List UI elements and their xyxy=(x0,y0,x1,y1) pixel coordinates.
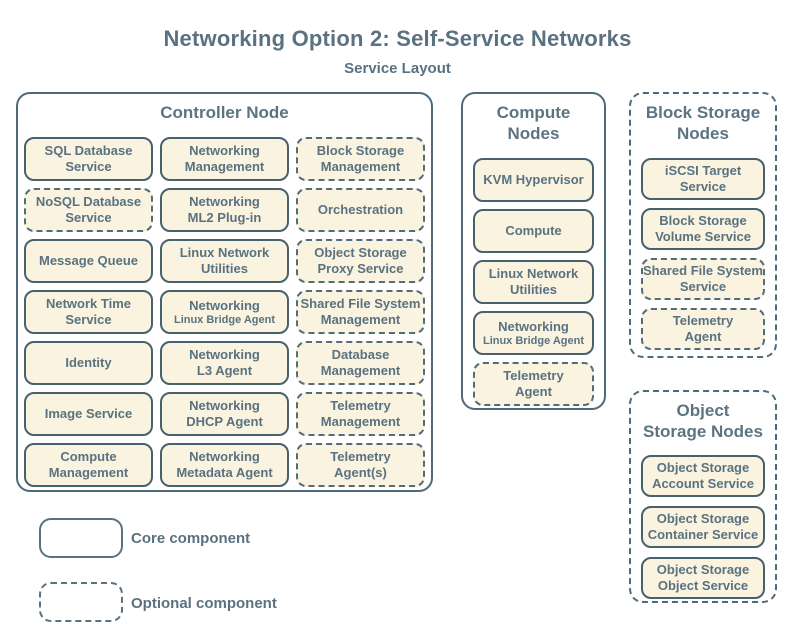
service-label: SQL Database Service xyxy=(44,143,133,174)
service-networking-metadata-agent: Networking Metadata Agent xyxy=(160,443,289,487)
service-block-storage-management: Block Storage Management xyxy=(296,137,425,181)
controller-node-heading: Controller Node xyxy=(160,103,289,122)
service-linux-network-utilities: Linux Network Utilities xyxy=(160,239,289,283)
service-label: Identity xyxy=(65,355,112,370)
service-linux-network-utilities-compute: Linux Network Utilities xyxy=(473,260,594,304)
service-label: Telemetry Agent xyxy=(672,313,734,344)
block-storage-nodes-container: Block Storage Nodes iSCSI Target Service… xyxy=(629,92,777,358)
service-label: Networking ML2 Plug-in xyxy=(187,194,262,225)
service-label: Orchestration xyxy=(317,202,404,217)
service-iscsi-target: iSCSI Target Service xyxy=(641,158,765,200)
service-label: Object Storage Object Service xyxy=(656,562,750,593)
service-compute-management: Compute Management xyxy=(24,443,153,487)
service-label: Object Storage Container Service xyxy=(647,511,759,542)
service-networking-ml2-plugin: Networking ML2 Plug-in xyxy=(160,188,289,232)
diagram-subtitle: Service Layout xyxy=(344,60,451,77)
service-telemetry-management: Telemetry Management xyxy=(296,392,425,436)
service-database-management: Database Management xyxy=(296,341,425,385)
service-label: Compute Management xyxy=(48,449,129,480)
controller-services-grid: SQL Database Service Networking Manageme… xyxy=(24,137,425,487)
service-label: Block Storage Volume Service xyxy=(655,213,751,244)
object-storage-services-stack: Object Storage Account Service Object St… xyxy=(641,455,765,599)
block-storage-services-stack: iSCSI Target Service Block Storage Volum… xyxy=(641,158,765,350)
legend-optional-swatch xyxy=(39,582,123,622)
service-label: Networking Metadata Agent xyxy=(176,449,273,480)
service-sublabel: Linux Bridge Agent xyxy=(482,334,585,347)
service-label: KVM Hypervisor xyxy=(483,172,584,187)
service-label: Networking L3 Agent xyxy=(189,347,260,378)
service-image-service: Image Service xyxy=(24,392,153,436)
compute-nodes-heading: Compute Nodes xyxy=(496,103,571,143)
service-label: Telemetry Agent xyxy=(503,368,564,399)
service-label: iSCSI Target Service xyxy=(664,163,742,194)
service-networking-management: Networking Management xyxy=(160,137,289,181)
service-nosql-database: NoSQL Database Service xyxy=(24,188,153,232)
service-message-queue: Message Queue xyxy=(24,239,153,283)
service-label: Networking DHCP Agent xyxy=(186,398,263,429)
service-compute: Compute xyxy=(473,209,594,253)
service-label: Database Management xyxy=(320,347,401,378)
block-storage-nodes-heading: Block Storage Nodes xyxy=(645,103,761,143)
service-label: Message Queue xyxy=(39,253,138,268)
service-label: Telemetry Management xyxy=(320,398,401,429)
service-object-storage-account: Object Storage Account Service xyxy=(641,455,765,497)
service-label: Linux Network Utilities xyxy=(179,245,270,276)
service-label: Network Time Service xyxy=(45,296,131,327)
service-kvm-hypervisor: KVM Hypervisor xyxy=(473,158,594,202)
service-network-time: Network Time Service xyxy=(24,290,153,334)
service-object-storage-proxy: Object Storage Proxy Service xyxy=(296,239,425,283)
service-block-storage-volume: Block Storage Volume Service xyxy=(641,208,765,250)
compute-nodes-container: Compute Nodes KVM Hypervisor Compute Lin… xyxy=(461,92,606,410)
service-label: Object Storage Account Service xyxy=(652,460,754,491)
legend-optional-label: Optional component xyxy=(131,595,277,612)
service-label: Telemetry Agent(s) xyxy=(330,449,391,480)
service-label: Shared File System Service xyxy=(643,263,763,294)
diagram-title: Networking Option 2: Self-Service Networ… xyxy=(163,26,632,51)
service-label: Linux Network Utilities xyxy=(488,266,579,297)
service-shared-file-system-management: Shared File System Management xyxy=(296,290,425,334)
legend-core-swatch xyxy=(39,518,123,558)
controller-node-container: Controller Node SQL Database Service Net… xyxy=(16,92,433,492)
service-label: Compute xyxy=(505,223,562,238)
service-label: Shared File System Management xyxy=(300,296,421,327)
object-storage-nodes-heading: Object Storage Nodes xyxy=(643,401,763,441)
service-label: Networking xyxy=(498,318,569,334)
service-sublabel: Linux Bridge Agent xyxy=(173,313,276,326)
service-label: Block Storage Management xyxy=(316,143,405,174)
service-label: Image Service xyxy=(44,406,133,421)
service-networking-l3-agent: Networking L3 Agent xyxy=(160,341,289,385)
service-sql-database: SQL Database Service xyxy=(24,137,153,181)
legend-core-label: Core component xyxy=(131,530,251,547)
service-object-storage-object: Object Storage Object Service xyxy=(641,557,765,599)
service-label: Networking xyxy=(189,297,260,313)
service-telemetry-agents: Telemetry Agent(s) xyxy=(296,443,425,487)
service-orchestration: Orchestration xyxy=(296,188,425,232)
service-identity: Identity xyxy=(24,341,153,385)
service-object-storage-container: Object Storage Container Service xyxy=(641,506,765,548)
service-telemetry-agent-compute: Telemetry Agent xyxy=(473,362,594,406)
service-label: Networking Management xyxy=(184,143,265,174)
service-label: Object Storage Proxy Service xyxy=(314,245,407,276)
object-storage-nodes-container: Object Storage Nodes Object Storage Acco… xyxy=(629,390,777,603)
compute-services-stack: KVM Hypervisor Compute Linux Network Uti… xyxy=(473,158,594,406)
service-networking-dhcp-agent: Networking DHCP Agent xyxy=(160,392,289,436)
service-shared-file-system: Shared File System Service xyxy=(641,258,765,300)
service-telemetry-agent-block: Telemetry Agent xyxy=(641,308,765,350)
service-label: NoSQL Database Service xyxy=(35,194,142,225)
